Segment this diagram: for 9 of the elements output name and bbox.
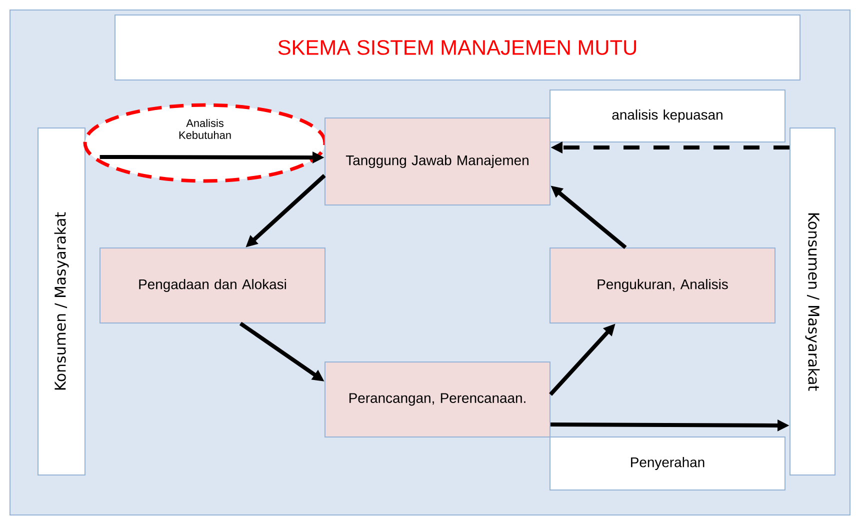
process-box: Pengukuran, Analisis: [550, 248, 776, 324]
process-box: Perancangan, Perencanaan.: [324, 362, 550, 438]
side-panel: Konsumen / Masyarakat: [790, 128, 836, 476]
side-panel: Konsumen / Masyarakat: [38, 128, 86, 476]
process-box: Pengadaan dan Alokasi: [100, 248, 326, 324]
process-box: Tanggung Jawab Manajemen: [324, 118, 550, 206]
label-box: Penyerahan: [550, 436, 786, 490]
title-box: SKEMA SISTEM MANAJEMEN MUTU: [114, 14, 800, 80]
label-box: analisis kepuasan: [550, 90, 786, 142]
